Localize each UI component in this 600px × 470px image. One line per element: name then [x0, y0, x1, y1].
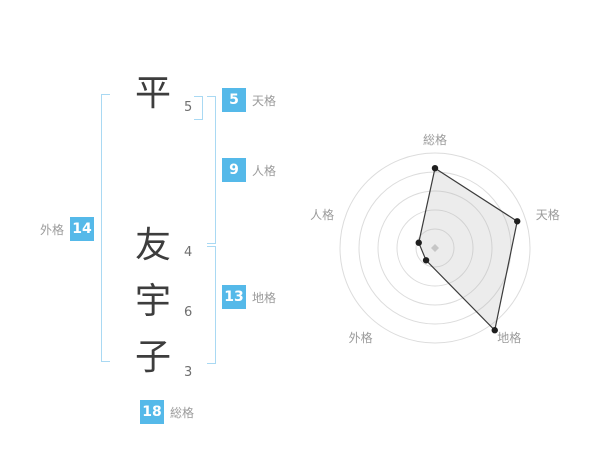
name-char-1: 平 [134, 73, 171, 114]
jinkaku-bracket [207, 96, 216, 244]
tenkaku-badge-group: 5 天格 [222, 88, 276, 112]
gaikaku-badge-group: 外格 14 [40, 217, 95, 241]
radar-point [415, 239, 422, 246]
tenkaku-label: 天格 [252, 93, 277, 108]
radar-center-marker [431, 244, 439, 252]
chikaku-value-badge: 13 [222, 285, 246, 309]
gaikaku-value-badge: 14 [70, 217, 95, 241]
stroke-count-4: 3 [184, 365, 193, 380]
jinkaku-label: 人格 [252, 163, 277, 178]
radar-ring [339, 152, 531, 344]
chikaku-label: 地格 [252, 290, 277, 305]
radar-ring [396, 209, 474, 287]
radar-point [422, 257, 430, 264]
name-char-2: 友 [134, 225, 171, 266]
jinkaku-value-badge: 9 [222, 158, 246, 182]
jinkaku-badge-group: 9 人格 [222, 158, 276, 182]
radar-ring [415, 228, 455, 268]
tenkaku-value-badge: 5 [222, 88, 246, 112]
chikaku-badge-group: 13 地格 [222, 285, 276, 309]
chikaku-bracket [207, 246, 216, 364]
radar-point [491, 327, 498, 334]
radar-axis-label-2: 地格 [497, 330, 521, 345]
stroke-count-3: 6 [184, 305, 193, 320]
radar-axis-label-3: 外格 [349, 330, 373, 345]
soukaku-label: 総格 [170, 405, 195, 420]
name-char-3: 宇 [134, 281, 171, 322]
radar-ring [358, 171, 512, 325]
radar-point [514, 218, 521, 225]
gaikaku-label: 外格 [40, 222, 65, 237]
soukaku-value-badge: 18 [140, 400, 164, 424]
soukaku-badge-group: 18 総格 [140, 400, 194, 424]
stroke-count-1: 5 [184, 100, 193, 115]
radar-axis-label-1: 天格 [536, 207, 560, 222]
radar-axis-label-4: 人格 [310, 207, 334, 222]
radar-axis-label-0: 総格 [423, 132, 447, 147]
radar-ring [377, 190, 493, 306]
tenkaku-bracket [194, 96, 203, 120]
radar-polygon [418, 167, 518, 332]
name-char-4: 子 [134, 337, 171, 378]
radar-point [431, 165, 439, 172]
gaikaku-bracket [101, 94, 110, 362]
stroke-count-2: 4 [184, 245, 193, 260]
